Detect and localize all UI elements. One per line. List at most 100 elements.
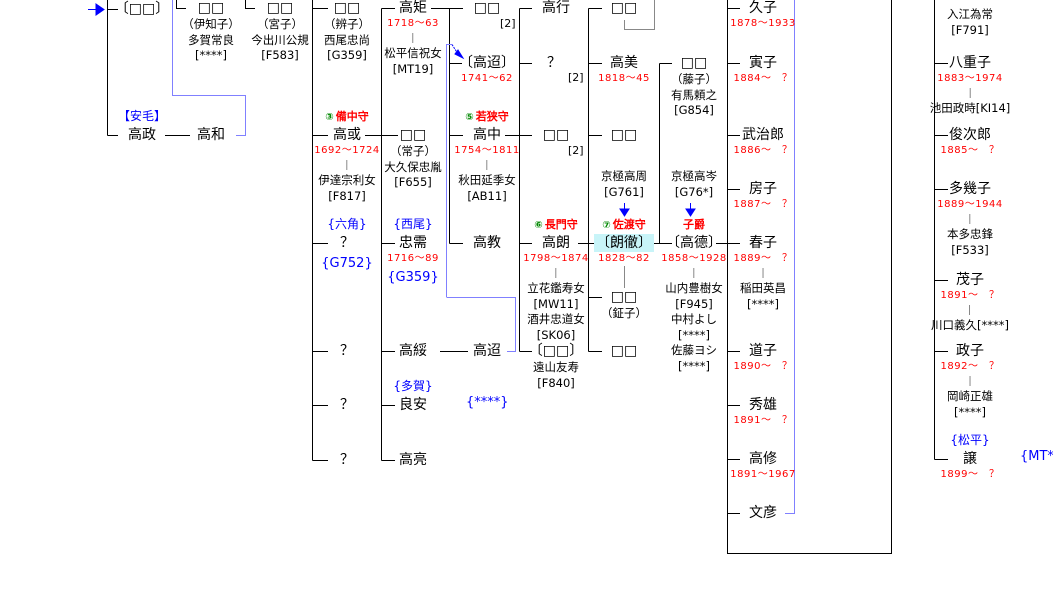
- person-name[interactable]: 譲: [962, 451, 977, 467]
- person-node[interactable]: □□（辨子）西尾忠尚[G359]: [324, 0, 370, 64]
- person-node[interactable]: □□: [609, 126, 639, 144]
- person-node[interactable]: □□: [541, 126, 571, 144]
- person-name[interactable]: 春子: [748, 235, 777, 251]
- person-node[interactable]: 高行: [540, 0, 572, 17]
- person-name[interactable]: 〔朗徹〕: [594, 234, 654, 252]
- person-node[interactable]: 高綏: [397, 342, 429, 360]
- person-name[interactable]: 高綏: [399, 343, 427, 359]
- person-name[interactable]: 俊次郎: [948, 127, 991, 143]
- person-name[interactable]: 高或: [333, 127, 361, 143]
- person-node[interactable]: ？: [545, 54, 563, 72]
- person-node[interactable]: 【安毛】高政: [118, 107, 166, 144]
- person-name[interactable]: □□: [197, 0, 225, 16]
- person-node[interactable]: 高亮: [397, 451, 429, 469]
- person-node[interactable]: {多賀}良安: [393, 377, 432, 414]
- person-node[interactable]: 高迢: [471, 342, 503, 360]
- person-node[interactable]: 入江為常[F791]: [947, 7, 993, 38]
- person-name[interactable]: 久子: [749, 0, 777, 16]
- person-name[interactable]: 高亮: [399, 452, 427, 468]
- person-name[interactable]: 秀雄: [748, 397, 777, 413]
- person-name[interactable]: □□: [610, 343, 638, 359]
- person-name[interactable]: 房子: [748, 181, 777, 197]
- person-name[interactable]: 政子: [955, 343, 984, 359]
- person-node[interactable]: 文彦: [747, 504, 779, 522]
- person-name[interactable]: 〔高德〕: [666, 235, 722, 251]
- person-name[interactable]: ？: [340, 343, 354, 359]
- person-name[interactable]: 高政: [127, 127, 156, 143]
- person-name[interactable]: □□: [399, 127, 427, 143]
- person-name[interactable]: 高修: [749, 451, 777, 467]
- person-node[interactable]: ？: [338, 396, 356, 414]
- person-name[interactable]: 道子: [748, 343, 777, 359]
- person-name[interactable]: □□: [610, 289, 638, 305]
- person-name[interactable]: □□: [473, 0, 501, 16]
- person-name[interactable]: 武治郎: [741, 127, 784, 143]
- person-name[interactable]: □□: [610, 0, 638, 16]
- person-name[interactable]: 寅子: [748, 55, 777, 71]
- person-name[interactable]: 文彦: [749, 505, 777, 521]
- person-name[interactable]: □□: [680, 55, 708, 71]
- person-node[interactable]: {六角}？{G752}: [321, 215, 372, 274]
- person-name[interactable]: 〔高迢〕: [459, 55, 515, 71]
- person-node[interactable]: □□: [609, 0, 639, 17]
- person-node[interactable]: 〔高迢〕1741〜62: [457, 54, 517, 86]
- person-name[interactable]: □□: [333, 0, 361, 16]
- person-name[interactable]: □□: [266, 0, 294, 16]
- person-name[interactable]: 忠需: [399, 235, 427, 251]
- person-name[interactable]: 多幾子: [949, 181, 991, 197]
- person-node[interactable]: □□（鉦子）: [601, 288, 647, 322]
- person-node[interactable]: ？: [338, 342, 356, 360]
- person-name[interactable]: 高美: [610, 55, 638, 71]
- person-name[interactable]: 高迢: [473, 343, 501, 359]
- person-node[interactable]: □□（常子）大久保忠胤[F655]: [384, 126, 442, 191]
- person-name[interactable]: 高矩: [399, 0, 427, 16]
- person-name[interactable]: 高行: [542, 0, 570, 16]
- person-name[interactable]: ？: [340, 235, 354, 251]
- person-name[interactable]: 高中: [473, 127, 501, 143]
- person-name[interactable]: 八重子: [948, 55, 991, 71]
- person-node[interactable]: 京極高岑[G76*]: [671, 169, 717, 200]
- person-name[interactable]: 〔□□〕: [528, 343, 584, 359]
- person-name[interactable]: 茂子: [955, 272, 984, 288]
- person-name[interactable]: 高教: [473, 235, 501, 251]
- person-name[interactable]: ？: [547, 55, 561, 71]
- person-node[interactable]: ？: [338, 451, 356, 469]
- person-node[interactable]: □□: [609, 342, 639, 360]
- person-node[interactable]: 高教: [471, 234, 503, 252]
- person-node[interactable]: □□（宮子）今出川公規[F583]: [251, 0, 309, 64]
- person-node[interactable]: 〔□□〕遠山友寿[F840]: [527, 342, 585, 391]
- person-name[interactable]: □□: [542, 127, 570, 143]
- person-node[interactable]: 高和: [195, 126, 227, 144]
- person-node[interactable]: □□（伊知子）多賀常良[****]: [182, 0, 240, 64]
- person-node[interactable]: 〔□□〕: [113, 0, 171, 18]
- person-name[interactable]: ？: [340, 397, 354, 413]
- person-name[interactable]: 高和: [197, 127, 225, 143]
- person-name[interactable]: 良安: [399, 397, 427, 413]
- person-name[interactable]: ？: [340, 452, 354, 468]
- person-name[interactable]: 高朗: [542, 235, 570, 251]
- person-node[interactable]: □□: [472, 0, 502, 17]
- person-name[interactable]: □□: [610, 127, 638, 143]
